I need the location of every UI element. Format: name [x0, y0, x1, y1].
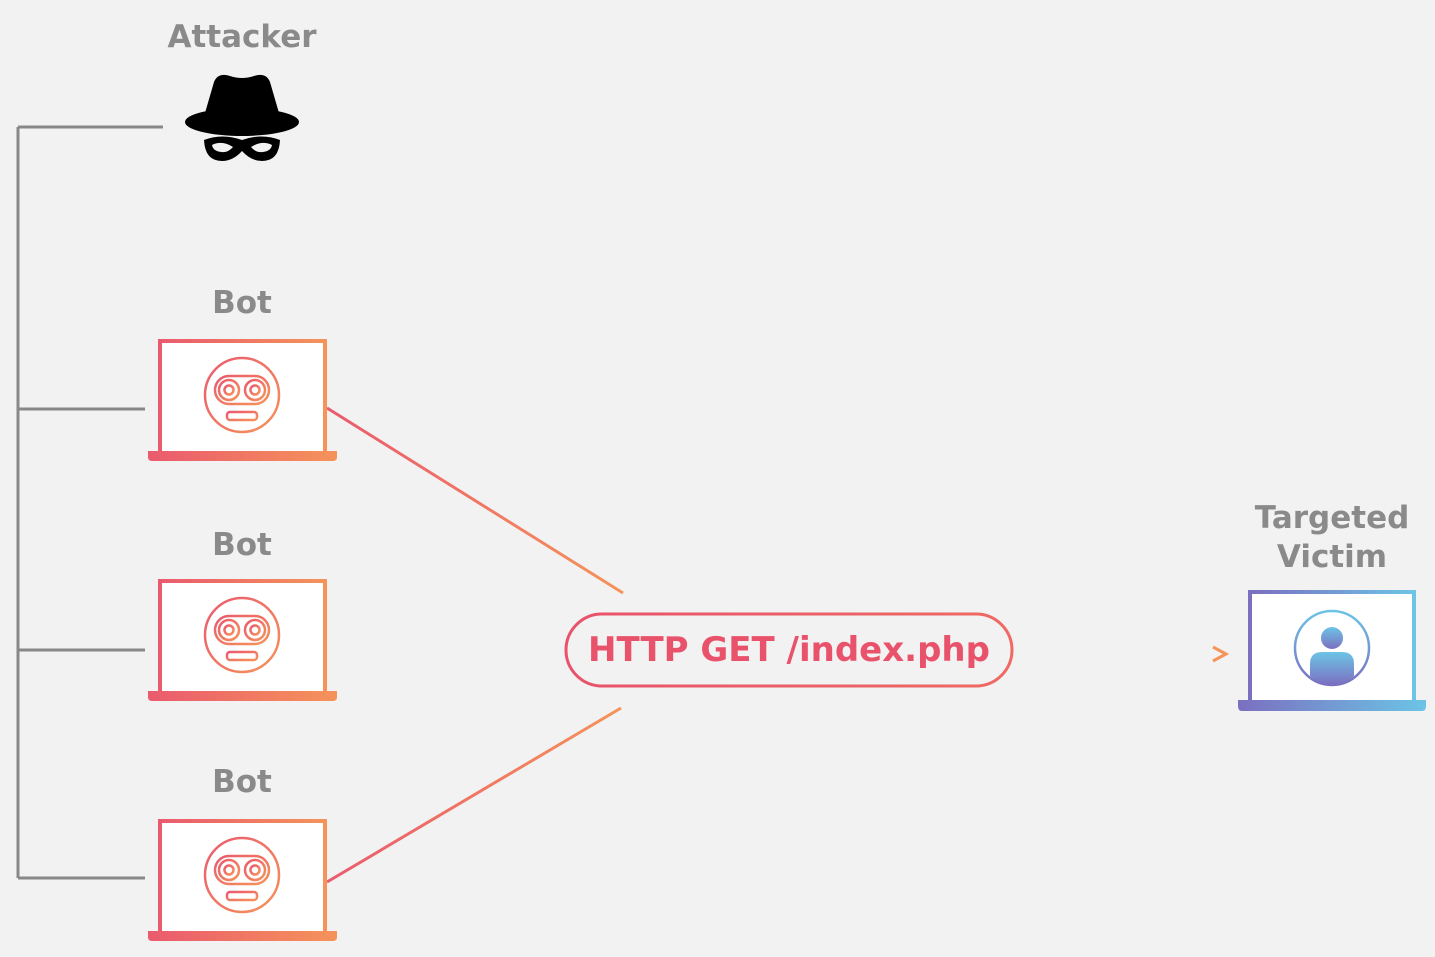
attack-line-bot3 — [326, 706, 622, 884]
attack-line-bot1 — [326, 406, 624, 595]
bot-label: Bot — [212, 285, 272, 321]
bot-label: Bot — [212, 764, 272, 800]
victim-label: Targeted Victim — [1212, 499, 1435, 577]
attack-lines — [326, 406, 624, 884]
spy-hat-mask-icon — [185, 74, 299, 161]
request-arrow — [1012, 645, 1230, 663]
victim-laptop — [1238, 590, 1426, 711]
request-label: HTTP GET /index.php — [588, 630, 990, 670]
victim-label-line2: Victim — [1276, 539, 1388, 575]
bot-laptop-3 — [148, 821, 337, 941]
attacker-label: Attacker — [167, 19, 317, 55]
request-pill — [564, 612, 1014, 688]
user-avatar-icon — [1293, 609, 1371, 687]
bot-laptop-1 — [148, 341, 337, 461]
victim-label-line1: Targeted — [1254, 500, 1410, 536]
control-connector — [16, 125, 163, 880]
bot-laptop-2 — [148, 581, 337, 701]
bot-label: Bot — [212, 527, 272, 563]
